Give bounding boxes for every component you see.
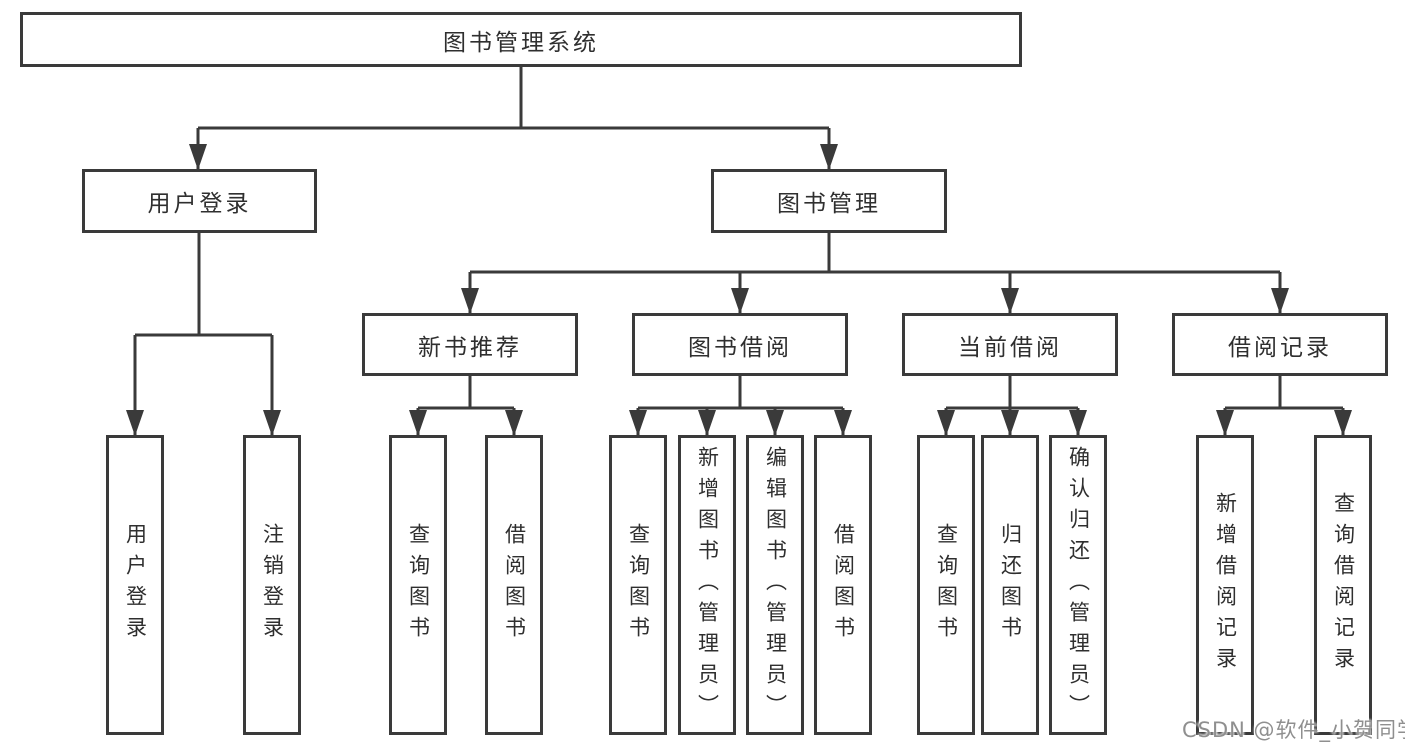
leaf-borrow-query-books: 查询图书 (609, 435, 667, 735)
node-book-management-label: 图书管理 (777, 191, 881, 217)
leaf-confirm-return-admin-label: 确认归还（管理员） (1066, 445, 1091, 725)
node-book-management: 图书管理 (711, 169, 947, 233)
leaf-borrow-books: 借阅图书 (814, 435, 872, 735)
watermark: CSDN @软件_小贺同学 (1182, 718, 1405, 742)
leaf-current-query-books-label: 查询图书 (934, 523, 959, 647)
leaf-edit-books-admin: 编辑图书（管理员） (746, 435, 804, 735)
leaf-query-borrow-record-label: 查询借阅记录 (1331, 492, 1356, 678)
node-user-login: 用户登录 (82, 169, 317, 233)
leaf-add-books-admin-label: 新增图书（管理员） (695, 445, 720, 725)
leaf-logout: 注销登录 (243, 435, 301, 735)
node-book-borrow: 图书借阅 (632, 313, 848, 376)
leaf-return-books: 归还图书 (981, 435, 1039, 735)
leaf-rec-borrow-books-label: 借阅图书 (502, 523, 527, 647)
node-root: 图书管理系统 (20, 12, 1022, 67)
leaf-user-login: 用户登录 (106, 435, 164, 735)
leaf-logout-label: 注销登录 (260, 523, 285, 647)
node-new-book-rec: 新书推荐 (362, 313, 578, 376)
leaf-rec-query-books: 查询图书 (389, 435, 447, 735)
leaf-current-query-books: 查询图书 (917, 435, 975, 735)
node-borrow-records: 借阅记录 (1172, 313, 1388, 376)
leaf-user-login-label: 用户登录 (123, 523, 148, 647)
leaf-add-books-admin: 新增图书（管理员） (678, 435, 736, 735)
leaf-edit-books-admin-label: 编辑图书（管理员） (763, 445, 788, 725)
node-book-borrow-label: 图书借阅 (688, 334, 792, 361)
node-root-label: 图书管理系统 (443, 29, 599, 56)
node-current-borrow-label: 当前借阅 (958, 334, 1062, 361)
node-current-borrow: 当前借阅 (902, 313, 1118, 376)
leaf-borrow-query-books-label: 查询图书 (626, 523, 651, 647)
leaf-borrow-books-label: 借阅图书 (831, 523, 856, 647)
node-new-book-rec-label: 新书推荐 (418, 334, 522, 361)
leaf-rec-query-books-label: 查询图书 (406, 523, 431, 647)
leaf-query-borrow-record: 查询借阅记录 (1314, 435, 1372, 735)
leaf-confirm-return-admin: 确认归还（管理员） (1049, 435, 1107, 735)
leaf-return-books-label: 归还图书 (998, 523, 1023, 647)
node-borrow-records-label: 借阅记录 (1228, 334, 1332, 361)
leaf-add-borrow-record: 新增借阅记录 (1196, 435, 1254, 735)
leaf-add-borrow-record-label: 新增借阅记录 (1213, 492, 1238, 678)
node-user-login-label: 用户登录 (147, 191, 252, 217)
leaf-rec-borrow-books: 借阅图书 (485, 435, 543, 735)
